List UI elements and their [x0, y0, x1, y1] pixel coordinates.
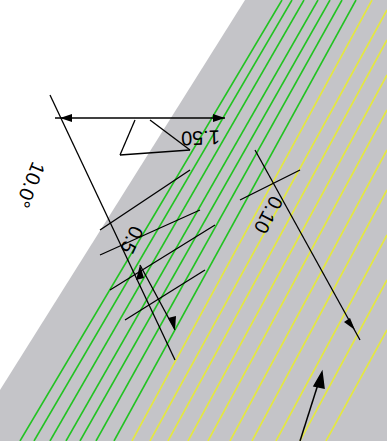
dimension-lines — [50, 95, 360, 360]
dimension-value: 1.50 — [181, 127, 221, 148]
offset-lines — [132, 0, 387, 441]
profile-lines — [20, 0, 356, 441]
pointer-arrow — [300, 372, 324, 441]
angle-value: 10.0° — [12, 159, 48, 210]
arrowheads — [60, 114, 355, 330]
